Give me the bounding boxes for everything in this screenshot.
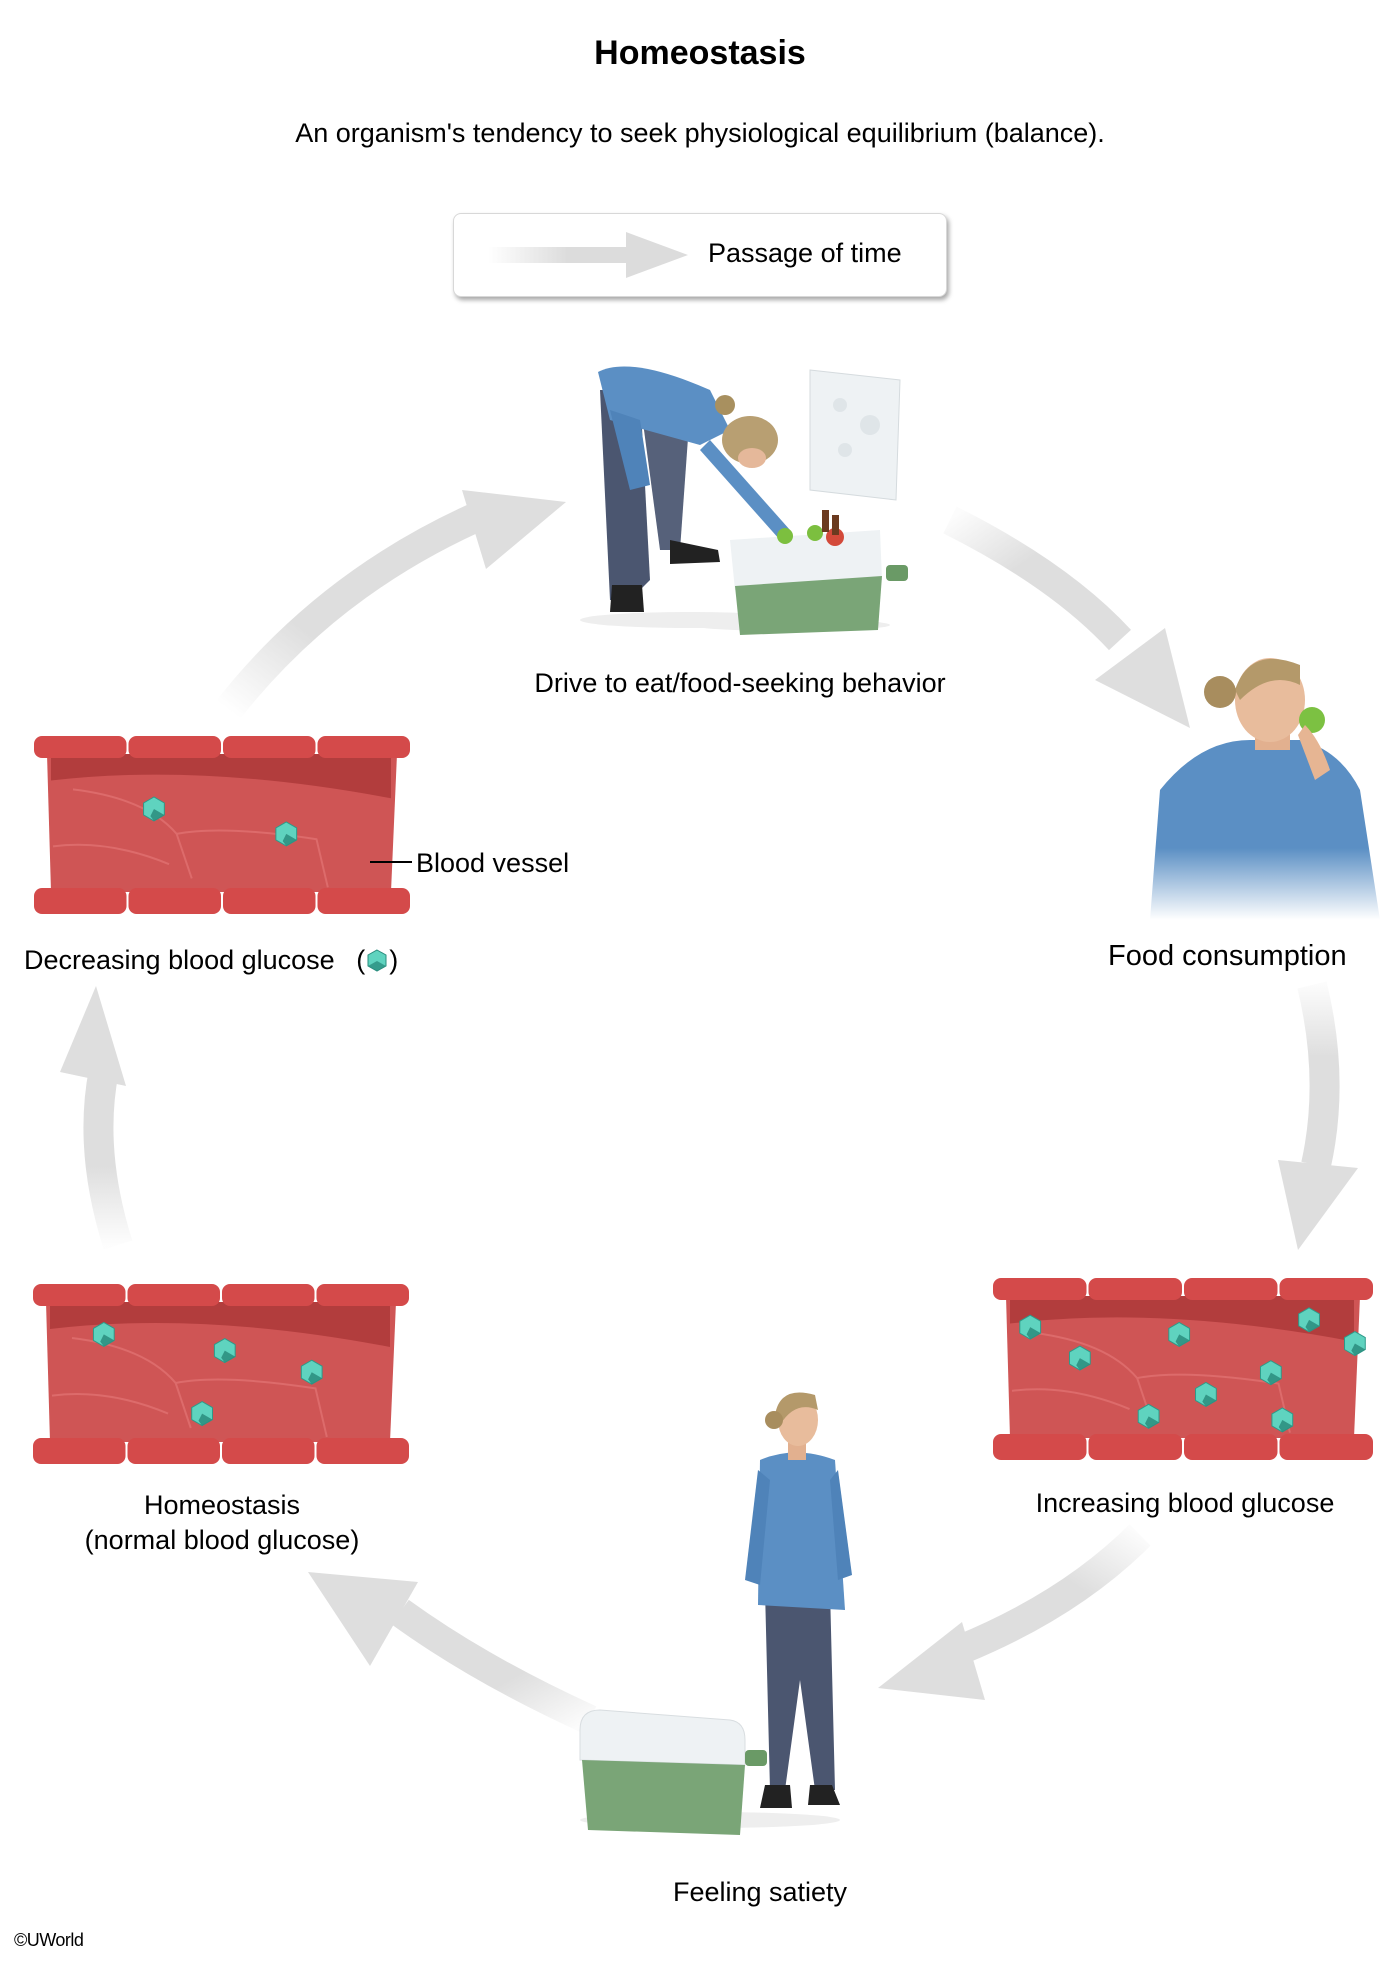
vessel-bottom-rim-block: [317, 888, 410, 914]
paren-close: ): [389, 945, 399, 975]
stage-label-increasing-glucose: Increasing blood glucose: [1035, 1488, 1335, 1518]
blood-vessel-increasing-illustration: [993, 1278, 1373, 1460]
stage-label-food-consumption: Food consumption: [1108, 940, 1347, 972]
arrow-drive-to-consumption: [943, 506, 1190, 728]
glucose-molecule: [191, 1401, 213, 1427]
vessel-cell-borders: [51, 1337, 328, 1438]
vessel-bottom-rim-block: [316, 1438, 409, 1464]
vessel-bottom-rim-block: [222, 1438, 315, 1464]
person-eating-apple-illustration: [1150, 658, 1380, 920]
vessel-back-wall: [1010, 1296, 1354, 1342]
glucose-molecule: [1019, 1314, 1042, 1340]
blood-vessel-decreasing-illustration: [34, 736, 410, 914]
vessel-interior: [1006, 1296, 1360, 1438]
glucose-molecule: [1271, 1407, 1294, 1433]
arrow-increasing-to-satiety: [878, 1524, 1151, 1700]
arrow-consumption-to-increasing: [1278, 981, 1358, 1250]
vessel-top-rim-block: [128, 736, 221, 758]
blood-vessel-leader-line: [370, 861, 412, 863]
stage-label-decreasing-text: Decreasing blood glucose: [24, 945, 335, 975]
vessel-interior: [46, 1302, 396, 1442]
vessel-top-rim-block: [34, 736, 127, 758]
legend-label: Passage of time: [708, 238, 902, 268]
gray-arrow-right-icon: [488, 232, 688, 278]
glucose-molecule: [1168, 1321, 1191, 1347]
vessel-top-rim-block: [223, 736, 316, 758]
glucose-molecule: [1298, 1307, 1320, 1333]
diagram-title: Homeostasis: [594, 34, 806, 72]
glucose-molecule: [92, 1321, 115, 1347]
stage-label-homeostasis: Homeostasis (normal blood glucose): [22, 1490, 422, 1556]
vessel-top-rim-block: [33, 1284, 126, 1306]
vessel-bottom-rim-block: [1279, 1434, 1373, 1460]
copyright-notice: ©UWorld: [14, 1930, 84, 1950]
vessel-interior: [47, 754, 397, 892]
glucose-molecule: [1195, 1381, 1217, 1408]
vessel-top-rim-block: [993, 1278, 1087, 1300]
vessel-top-rim-block: [1088, 1278, 1182, 1300]
vessel-bottom-rim-block: [127, 1438, 220, 1464]
glucose-molecule: [300, 1359, 323, 1385]
glucose-molecule-legend-icon: [367, 949, 387, 972]
glucose-molecule: [1137, 1403, 1160, 1429]
paren-open: (: [356, 945, 366, 975]
vessel-bottom-rim-block: [1088, 1434, 1182, 1460]
glucose-molecule: [1068, 1345, 1091, 1371]
stage-label-homeostasis-line1: Homeostasis: [143, 1490, 301, 1520]
glucose-molecule: [1259, 1360, 1282, 1386]
vessel-top-rim-block: [127, 1284, 220, 1306]
person-standing-by-closed-cooler-illustration: [579, 1392, 852, 1835]
vessel-back-wall: [50, 1302, 390, 1347]
vessel-top-rim-block: [1184, 1278, 1278, 1300]
glucose-molecule: [213, 1338, 236, 1364]
stage-label-drive-to-eat: Drive to eat/food-seeking behavior: [534, 668, 946, 698]
arrow-decreasing-to-drive: [216, 490, 566, 720]
vessel-bottom-rim-block: [223, 888, 316, 914]
vessel-bottom-rim-block: [128, 888, 221, 914]
blood-vessel-annotation: Blood vessel: [416, 848, 570, 878]
vessel-bottom-rim-block: [1184, 1434, 1278, 1460]
vessel-bottom-rim-block: [33, 1438, 126, 1464]
arrow-satiety-to-homeostasis: [308, 1572, 597, 1734]
diagram-subtitle: An organism's tendency to seek physiolog…: [295, 118, 1105, 148]
stage-label-feeling-satiety: Feeling satiety: [672, 1877, 848, 1907]
vessel-top-rim-block: [317, 736, 410, 758]
stage-label-decreasing-glucose: Decreasing blood glucose (): [24, 945, 398, 976]
stage-label-homeostasis-line2: (normal blood glucose): [84, 1525, 360, 1555]
vessel-top-rim-block: [316, 1284, 409, 1306]
vessel-top-rim-block: [1279, 1278, 1373, 1300]
glucose-molecule: [1344, 1330, 1366, 1357]
glucose-molecule: [275, 821, 298, 847]
blood-vessel-homeostasis-illustration: [33, 1284, 409, 1464]
vessel-back-wall: [51, 754, 391, 799]
glucose-molecule: [143, 796, 165, 822]
vessel-bottom-rim-block: [34, 888, 127, 914]
vessel-top-rim-block: [222, 1284, 315, 1306]
arrow-homeostasis-to-decreasing: [60, 986, 133, 1250]
vessel-bottom-rim-block: [993, 1434, 1087, 1460]
person-reaching-into-cooler-illustration: [580, 366, 908, 635]
